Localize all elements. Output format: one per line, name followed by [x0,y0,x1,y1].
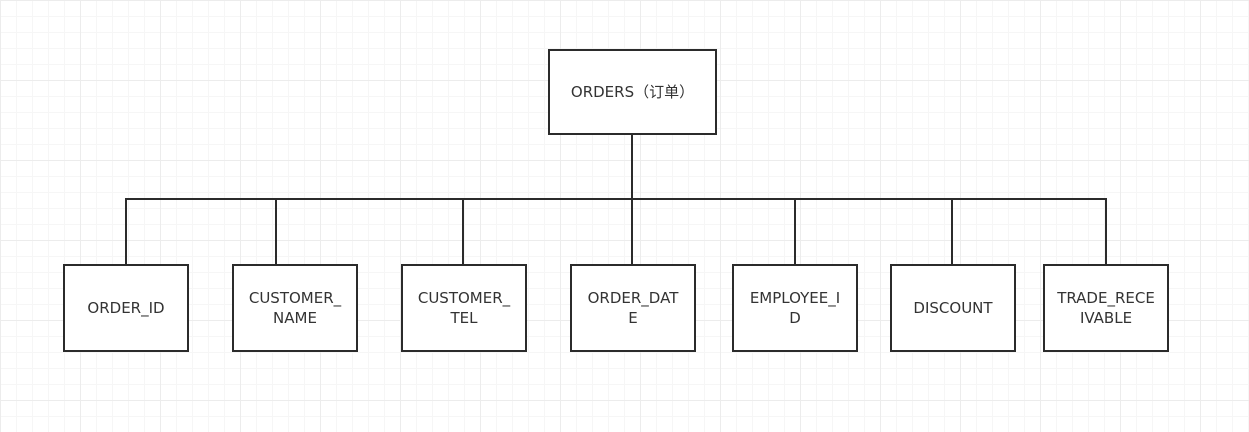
child-node-label: DISCOUNT [913,299,993,317]
child-node-label: ORDER_ID [87,299,165,317]
child-node-discount[interactable]: DISCOUNT [890,264,1016,352]
child-node-employee-id[interactable]: EMPLOYEE_I D [732,264,858,352]
child-node-label: TRADE_RECE IVABLE [1057,289,1155,327]
child-node-customer-tel[interactable]: CUSTOMER_ TEL [401,264,527,352]
child-node-order-date[interactable]: ORDER_DAT E [570,264,696,352]
child-node-label: CUSTOMER_ NAME [248,289,342,327]
root-node-orders[interactable]: ORDERS（订单） [548,49,717,135]
child-node-label: ORDER_DAT E [587,289,679,327]
child-node-label: CUSTOMER_ TEL [417,289,511,327]
root-node-label: ORDERS（订单） [570,83,695,101]
child-node-customer-name[interactable]: CUSTOMER_ NAME [232,264,358,352]
child-node-label: EMPLOYEE_I D [749,289,841,327]
child-node-trade-receivable[interactable]: TRADE_RECE IVABLE [1043,264,1169,352]
child-node-order-id[interactable]: ORDER_ID [63,264,189,352]
